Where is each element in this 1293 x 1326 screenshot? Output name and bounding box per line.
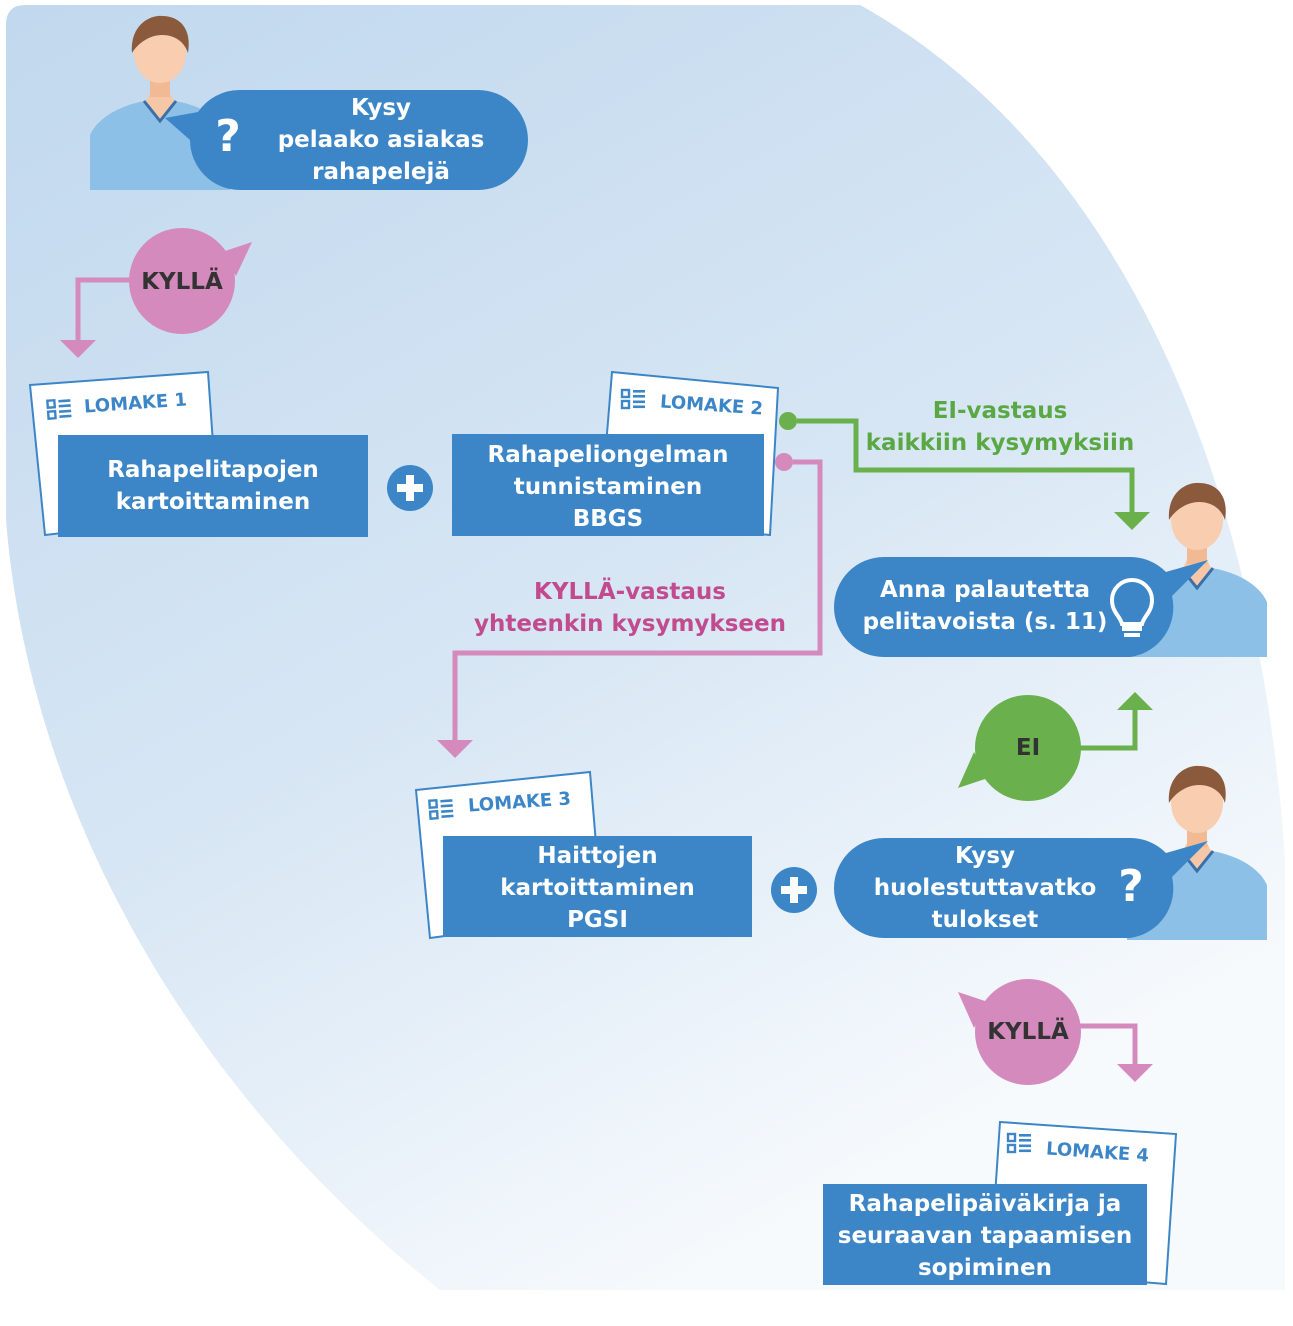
form1-box	[58, 435, 368, 537]
start-bubble	[165, 89, 528, 190]
start-line: rahapelejä	[312, 159, 450, 185]
form1-line: kartoittaminen	[115, 489, 311, 515]
question-icon: ?	[1118, 861, 1144, 912]
form1-line: Rahapelitapojen	[107, 457, 319, 483]
form4-box	[823, 1184, 1147, 1285]
no-answer-line: EI-vastaus	[932, 398, 1068, 424]
form4-line: seuraavan tapaamisen	[837, 1223, 1133, 1249]
concern-bubble	[834, 837, 1208, 938]
start-text: Kysy pelaako asiakas rahapelejä	[250, 92, 512, 188]
concern-text: Kysy huolestuttavatko tulokset	[855, 840, 1115, 936]
arrow-up-icon	[1117, 692, 1153, 710]
no-label: EI	[1015, 735, 1041, 761]
yes-top-circle	[129, 228, 235, 334]
yes-bottom-label: KYLLÄ	[987, 1019, 1069, 1045]
feedback-bubble	[834, 556, 1208, 657]
form2-line: BBGS	[572, 506, 644, 532]
start-line: Kysy	[350, 95, 412, 121]
form2-text: Rahapeliongelman tunnistaminen BBGS	[452, 439, 764, 535]
feedback-text: Anna palautetta pelitavoista (s. 11)	[850, 574, 1120, 638]
form2-line: tunnistaminen	[513, 474, 703, 500]
plus-icon	[387, 465, 433, 511]
form2-line: Rahapeliongelman	[487, 442, 729, 468]
form4-text: Rahapelipäiväkirja ja seuraavan tapaamis…	[823, 1188, 1147, 1284]
question-icon: ?	[215, 111, 241, 162]
feedback-line: pelitavoista (s. 11)	[862, 609, 1108, 635]
feedback-line: Anna palautetta	[880, 577, 1090, 603]
form3-line: Haittojen	[537, 843, 658, 869]
form1-text: Rahapelitapojen kartoittaminen	[58, 454, 368, 518]
yes-bottom-circle	[975, 979, 1081, 1085]
form4-line: Rahapelipäiväkirja ja	[848, 1191, 1122, 1217]
concern-line: tulokset	[931, 907, 1039, 933]
form3-line: kartoittaminen	[500, 875, 695, 901]
arrow-down-icon	[60, 340, 96, 358]
no-answer-line: kaikkiin kysymyksiin	[865, 430, 1135, 456]
arrow-down-icon	[1114, 512, 1150, 530]
start-line: pelaako asiakas	[277, 127, 485, 153]
plus-icon	[771, 867, 817, 913]
form3-text: Haittojen kartoittaminen PGSI	[443, 840, 752, 936]
arrow-down-icon	[437, 740, 473, 758]
yes-top-label: KYLLÄ	[141, 269, 223, 295]
concern-line: Kysy	[954, 843, 1016, 869]
no-circle	[975, 695, 1081, 801]
no-answer-label: EI-vastaus kaikkiin kysymyksiin	[860, 395, 1140, 459]
arrow-down-icon	[1117, 1064, 1153, 1082]
form2-box	[452, 434, 764, 536]
form4-line: sopiminen	[917, 1255, 1053, 1281]
concern-line: huolestuttavatko	[873, 875, 1097, 901]
lightbulb-icon	[1109, 577, 1155, 637]
form3-box	[443, 836, 752, 937]
yes-answer-line: KYLLÄ-vastaus	[534, 579, 726, 605]
yes-answer-label: KYLLÄ-vastaus yhteenkin kysymykseen	[470, 576, 790, 640]
form3-line: PGSI	[567, 907, 628, 933]
yes-answer-line: yhteenkin kysymykseen	[474, 611, 786, 637]
